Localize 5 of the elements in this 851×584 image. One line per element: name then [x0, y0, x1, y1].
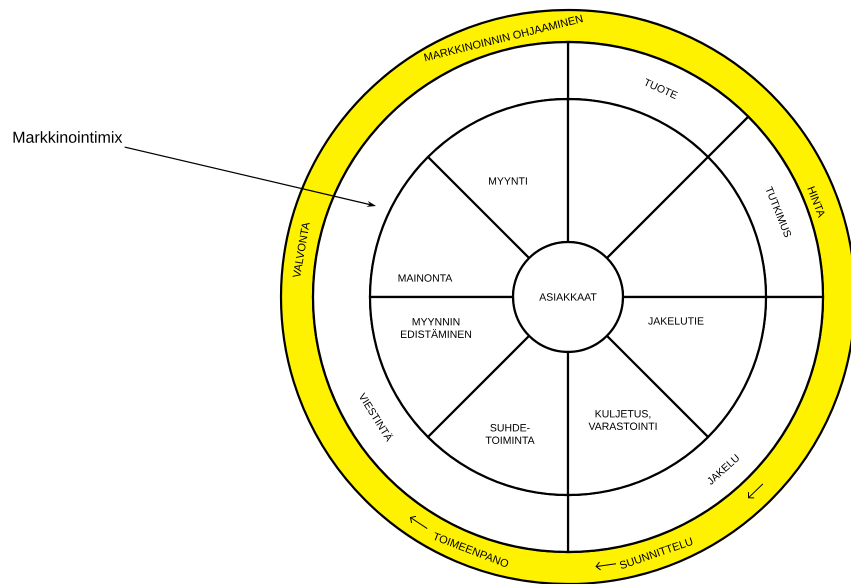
segment: KULJETUS, VARASTOINTI: [566, 334, 710, 496]
segment: [566, 98, 710, 260]
diagram-title: Markkinointimix: [14, 131, 122, 143]
segment: MYYNTI: [426, 98, 570, 260]
segment: [606, 156, 768, 298]
